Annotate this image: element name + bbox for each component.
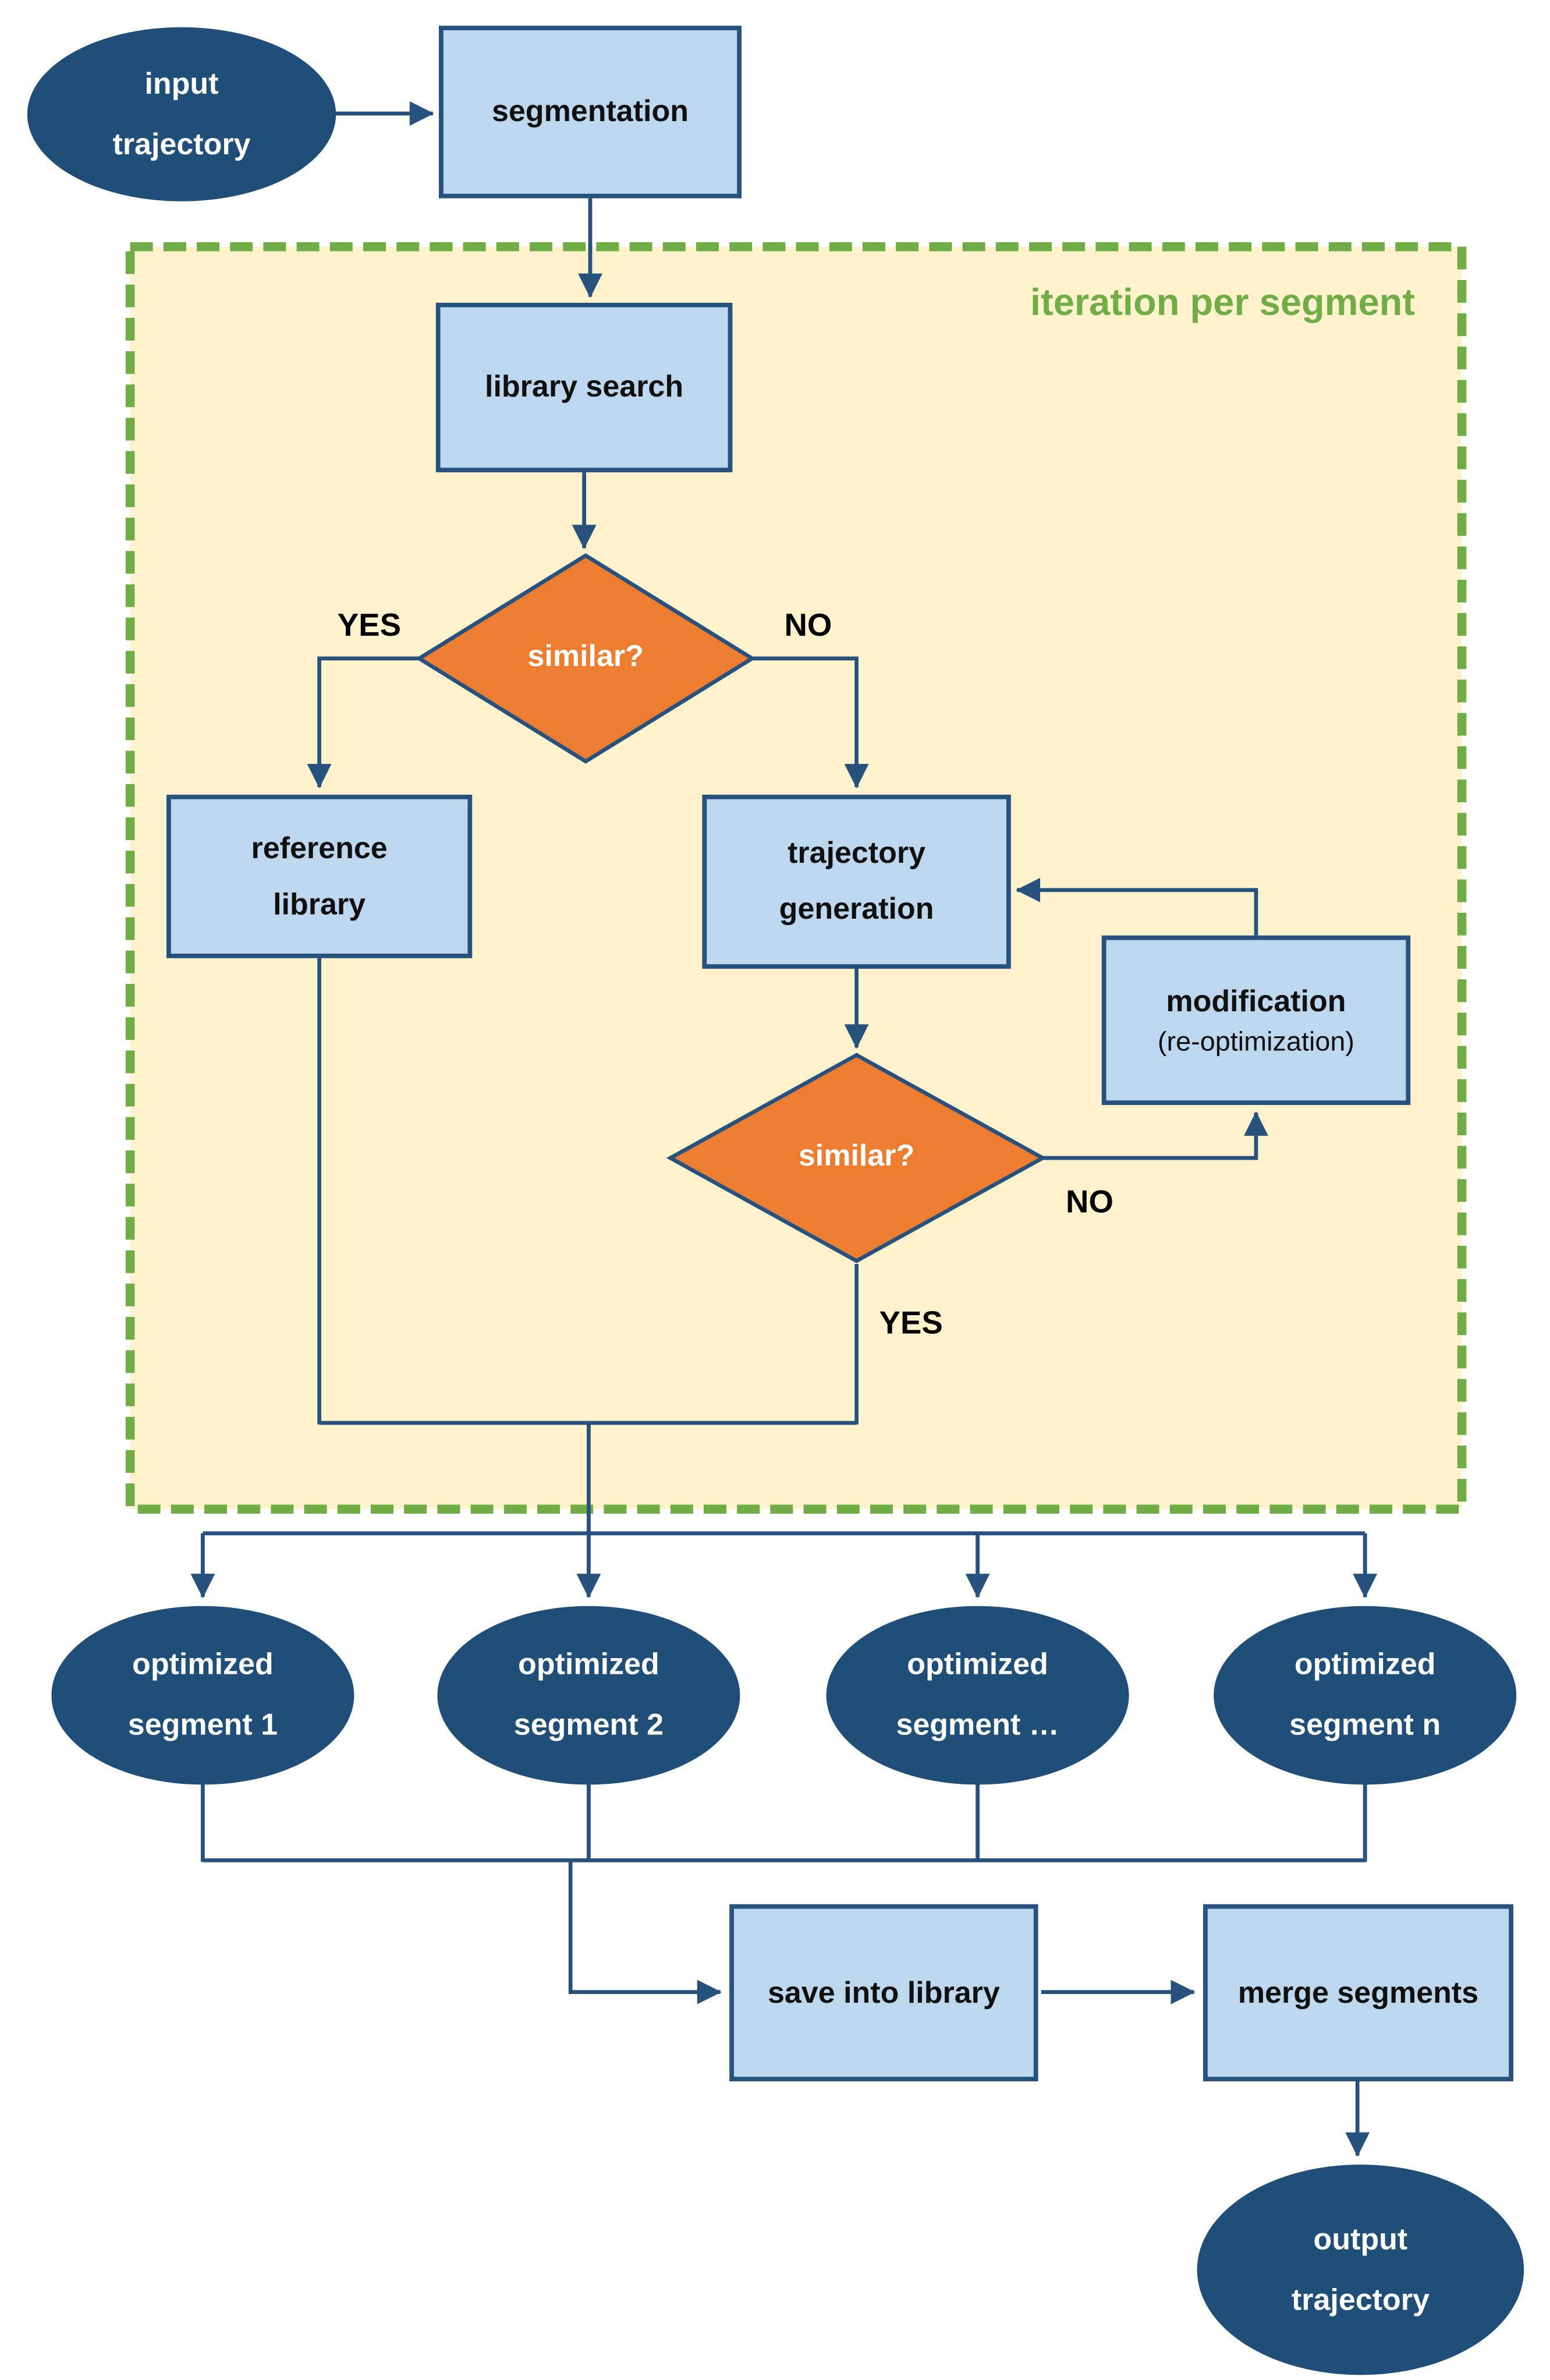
node-label: save into library — [767, 1976, 1000, 2010]
node-modification: modification (re-optimization) — [1101, 935, 1411, 1105]
node-label: optimized — [518, 1648, 659, 1682]
node-similar2: similar? — [798, 1139, 915, 1173]
node-sublabel: (re-optimization) — [1157, 1025, 1355, 1056]
iteration-region-label: iteration per segment — [1030, 281, 1415, 324]
node-label: segmentation — [491, 95, 689, 129]
node-optimized-segment-2: optimized segment 2 — [437, 1606, 740, 1785]
similar2-decision-shape — [666, 1053, 1047, 1263]
node-label: trajectory — [1291, 2283, 1430, 2317]
iteration-region-border — [125, 242, 1467, 1514]
edge-label-no2: NO — [1066, 1185, 1113, 1220]
edge-label-yes2: YES — [879, 1306, 943, 1341]
node-label: optimized — [1294, 1648, 1436, 1682]
node-optimized-segment-dots: optimized segment … — [826, 1606, 1129, 1785]
node-label: segment … — [896, 1709, 1059, 1742]
node-optimized-segment-n: optimized segment n — [1214, 1606, 1517, 1785]
node-reference-library: reference library — [166, 795, 473, 958]
node-label: output — [1313, 2223, 1408, 2257]
edge-similar2-no — [1040, 1111, 1268, 1160]
node-label: library search — [485, 371, 684, 405]
node-label: merge segments — [1237, 1976, 1479, 2010]
node-label: reference — [251, 831, 388, 865]
node-label: segment 1 — [127, 1709, 278, 1742]
node-segmentation: segmentation — [439, 26, 742, 199]
edge-label-no1: NO — [784, 608, 832, 643]
similar1-decision-shape — [415, 553, 756, 764]
node-merge-segments: merge segments — [1203, 1904, 1513, 2081]
node-label: optimized — [907, 1648, 1048, 1682]
node-save-into-library: save into library — [729, 1904, 1038, 2081]
node-output-trajectory: output trajectory — [1197, 2164, 1524, 2375]
node-label: input — [144, 67, 219, 101]
node-label: modification — [1166, 984, 1346, 1018]
node-label: optimized — [132, 1648, 274, 1682]
edge-similar1-no — [749, 656, 869, 789]
node-label: library — [273, 887, 366, 922]
node-label: generation — [779, 893, 934, 927]
node-trajectory-generation: trajectory generation — [702, 795, 1011, 969]
node-label: segment 2 — [513, 1709, 664, 1742]
node-label: segment n — [1289, 1709, 1441, 1742]
node-label: trajectory — [788, 837, 926, 870]
edge-label-yes1: YES — [337, 608, 402, 643]
node-library-search: library search — [435, 303, 733, 473]
node-input-trajectory: input trajectory — [27, 27, 336, 201]
edge-similar1-yes — [307, 656, 423, 789]
node-optimized-segment-1: optimized segment 1 — [51, 1606, 354, 1785]
node-similar1: similar? — [527, 640, 644, 674]
edge-to-save-into-library — [568, 1860, 722, 2004]
edge-modification-to-trajgen — [1016, 877, 1258, 938]
node-label: trajectory — [112, 128, 251, 161]
